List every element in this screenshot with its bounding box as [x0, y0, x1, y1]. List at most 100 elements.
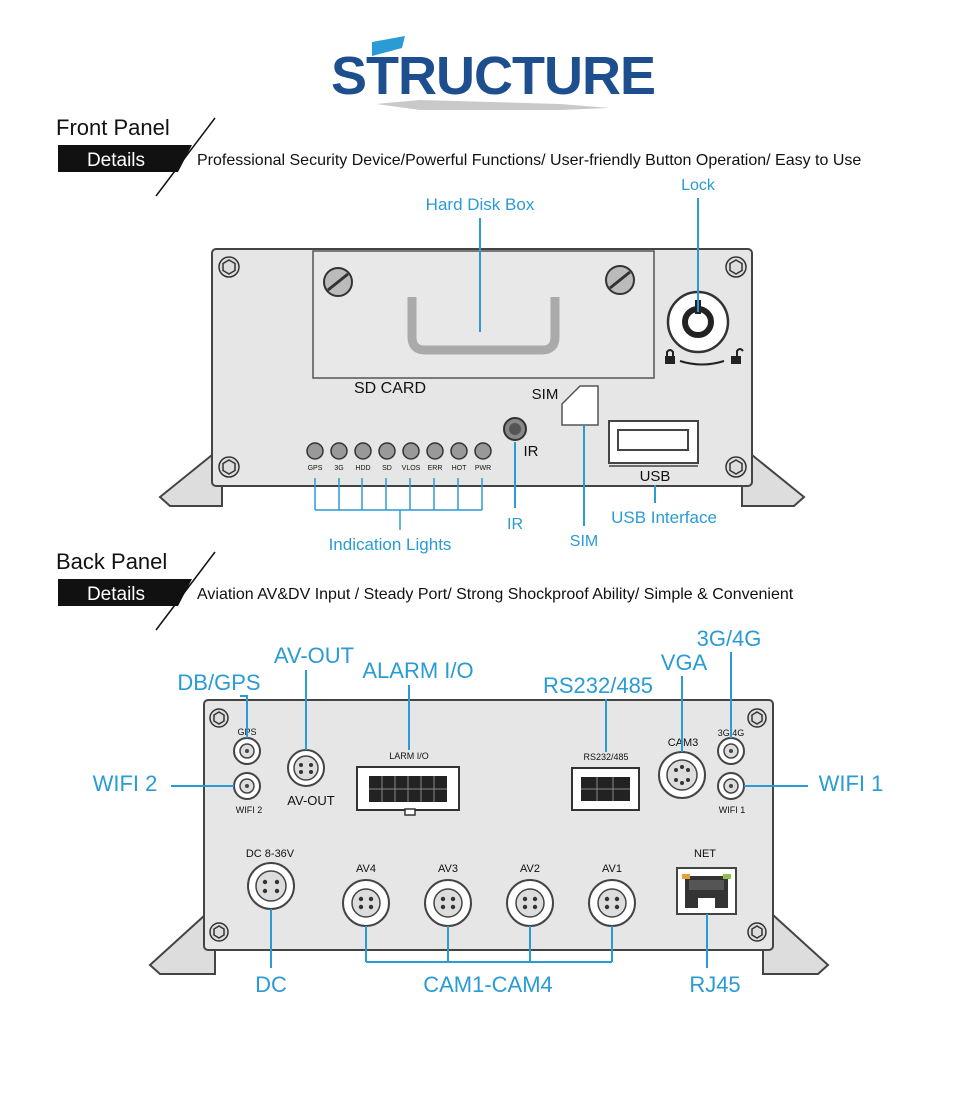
sd-card-label: SD CARD [354, 380, 426, 397]
front-details-label: Details [87, 150, 145, 171]
av4-port-label: AV4 [356, 863, 376, 875]
ir-sensor-label: IR [524, 443, 539, 460]
usb-port-socket[interactable] [617, 429, 689, 451]
wifi1-antenna-port[interactable] [717, 772, 745, 800]
back-details-tab [58, 579, 192, 606]
led-vlos-label: VLOS [402, 465, 421, 472]
wifi2-port-label: WIFI 2 [236, 805, 263, 815]
hdd-screw-left [323, 267, 353, 297]
usb-port-label: USB [640, 468, 671, 485]
led-pwr-indicator [474, 442, 492, 460]
page-title: STRUCTURE [331, 46, 655, 106]
led-3g-indicator [330, 442, 348, 460]
av4-camera-port[interactable] [342, 879, 390, 927]
av2-camera-port[interactable] [506, 879, 554, 927]
back-corner-screw-bl [209, 922, 229, 942]
back-chassis [203, 699, 774, 951]
front-tagline: Professional Security Device/Powerful Fu… [197, 152, 861, 169]
lock-closed-icon [665, 349, 675, 364]
callout-rs232-485: RS232/485 [543, 673, 653, 698]
av2-port-label: AV2 [520, 863, 540, 875]
hdd-screw-right [605, 265, 635, 295]
led-err-label: ERR [428, 465, 443, 472]
front-details-tab [58, 145, 192, 172]
led-hot-label: HOT [452, 465, 468, 472]
av3-port-label: AV3 [438, 863, 458, 875]
lock-turn-arrow [679, 360, 725, 366]
back-details-label: Details [87, 584, 145, 605]
av-out-port-label: AV-OUT [287, 793, 334, 808]
hard-disk-box[interactable] [312, 250, 655, 379]
callout-dc: DC [255, 972, 287, 997]
back-panel-header: Back Panel Details Aviation AV&DV Input … [56, 549, 794, 631]
callout-alarm-io: ALARM I/O [362, 658, 473, 683]
callout-av-out: AV-OUT [274, 643, 354, 668]
led-hot-indicator [450, 442, 468, 460]
callout-cam1-cam4: CAM1-CAM4 [423, 972, 553, 997]
back-panel-device: GPS WIFI 2 AV-OUT LARM I/O [148, 699, 830, 975]
callout-3g-4g: 3G/4G [697, 626, 762, 651]
front-panel-label: Front Panel [56, 115, 170, 140]
callout-indication-lights: Indication Lights [329, 535, 452, 554]
callout-hard-disk-box: Hard Disk Box [426, 195, 535, 214]
alarm-io-port-label: LARM I/O [389, 751, 429, 761]
lock-open-icon [731, 348, 744, 364]
led-gps-indicator [306, 442, 324, 460]
wifi2-antenna-port[interactable] [233, 772, 261, 800]
callout-ir: IR [507, 516, 523, 533]
back-header-slash [155, 551, 216, 631]
led-hdd-indicator [354, 442, 372, 460]
sim-slot-label: SIM [532, 386, 559, 403]
rs232-485-connector[interactable] [571, 767, 640, 811]
back-corner-screw-br [747, 922, 767, 942]
alarm-io-connector[interactable] [356, 766, 460, 816]
callout-wifi2: WIFI 2 [93, 771, 158, 796]
av1-port-label: AV1 [602, 863, 622, 875]
title-shadow [376, 100, 610, 110]
front-header-slash [155, 117, 216, 197]
led-vlos-indicator [402, 442, 420, 460]
led-gps-label: GPS [308, 465, 323, 472]
dc-port-label: DC 8-36V [246, 848, 295, 860]
g3g4-antenna-port[interactable] [717, 737, 745, 765]
callout-lock: Lock [681, 177, 716, 194]
rj45-network-port[interactable] [676, 867, 737, 915]
back-callouts: DB/GPS AV-OUT ALARM I/O RS232/485 VGA 3G… [93, 626, 884, 997]
back-corner-screw-tr [747, 708, 767, 728]
callout-wifi1: WIFI 1 [819, 771, 884, 796]
front-corner-screw-bl [218, 456, 240, 478]
led-hdd-label: HDD [355, 465, 370, 472]
wifi1-port-label: WIFI 1 [719, 805, 746, 815]
hard-disk-handle[interactable] [407, 297, 560, 355]
back-tagline: Aviation AV&DV Input / Steady Port/ Stro… [197, 586, 794, 603]
front-corner-screw-tl [218, 256, 240, 278]
front-panel-header: Front Panel Details Professional Securit… [56, 115, 861, 197]
gps-antenna-port[interactable] [233, 737, 261, 765]
av3-camera-port[interactable] [424, 879, 472, 927]
callout-db-gps: DB/GPS [177, 670, 260, 695]
dc-power-port[interactable] [247, 862, 295, 910]
front-callouts: Hard Disk Box Lock Indication Lights IR … [314, 177, 717, 554]
led-pwr-label: PWR [475, 465, 491, 472]
back-panel-label: Back Panel [56, 549, 167, 574]
callout-vga: VGA [661, 650, 708, 675]
callout-line-db-gps [240, 695, 248, 738]
led-3g-label: 3G [334, 465, 343, 472]
av1-camera-port[interactable] [588, 879, 636, 927]
led-sd-indicator [378, 442, 396, 460]
net-port-label: NET [694, 848, 716, 860]
title-banner: STRUCTURE [331, 36, 656, 110]
callout-sim: SIM [570, 533, 598, 550]
title-accent-stroke [372, 36, 405, 56]
vga-cam3-port[interactable] [658, 751, 706, 799]
front-corner-screw-br [725, 456, 747, 478]
front-corner-screw-tr [725, 256, 747, 278]
key-lock[interactable] [666, 290, 730, 354]
av-out-port[interactable] [287, 749, 325, 787]
sim-card-slot[interactable] [561, 385, 599, 426]
led-sd-label: SD [382, 465, 392, 472]
front-panel-device: SD CARD SIM IR USB GPS 3G HDD SD VLOS ERR HOT P… [158, 248, 806, 507]
callout-bracket-cam1-cam4 [365, 926, 613, 963]
